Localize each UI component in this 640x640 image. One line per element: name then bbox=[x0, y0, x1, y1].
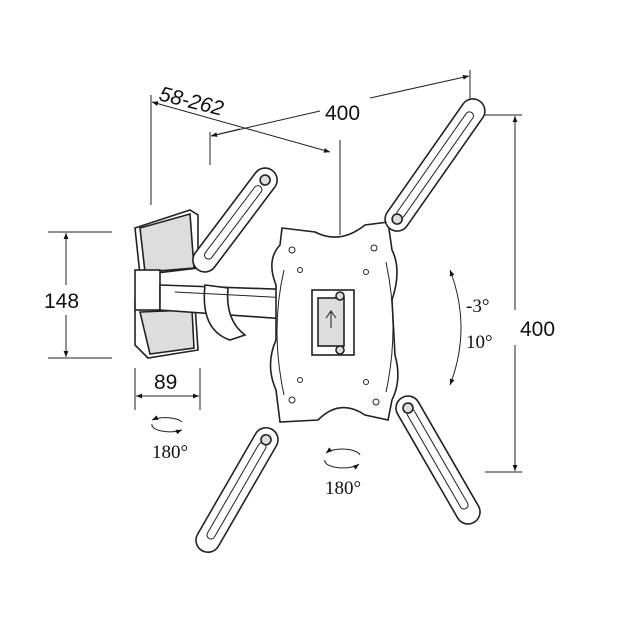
vertical-vesa-label: 400 bbox=[520, 318, 555, 341]
plate-swivel-label: 180° bbox=[325, 478, 361, 499]
horizontal-vesa-dimension: 400 bbox=[209, 70, 471, 235]
vesa-plate bbox=[269, 221, 399, 423]
vesa-arm-top-left bbox=[192, 167, 278, 273]
tilt-down-label: 10° bbox=[466, 332, 493, 353]
wall-plate-height-label: 148 bbox=[44, 290, 79, 313]
plate-swivel-indicator: 180° bbox=[324, 447, 361, 499]
vesa-arm-top-right bbox=[384, 98, 486, 232]
vertical-vesa-dimension: 400 bbox=[485, 114, 555, 473]
wall-bracket bbox=[134, 209, 199, 359]
wall-plate-height-dimension: 148 bbox=[44, 231, 112, 359]
wall-plate-width-label: 89 bbox=[154, 371, 177, 394]
vesa-arm-bottom-right bbox=[395, 395, 481, 525]
tilt-indicator: -3° 10° bbox=[449, 269, 493, 386]
tilt-up-label: -3° bbox=[466, 296, 489, 317]
arm-extension-label: 58-262 bbox=[157, 83, 226, 121]
arm-swivel-label: 180° bbox=[152, 442, 188, 463]
wall-plate-width-dimension: 89 bbox=[134, 368, 201, 410]
vesa-arm-bottom-left bbox=[195, 426, 279, 554]
horizontal-vesa-label: 400 bbox=[325, 102, 360, 125]
arm-extension-dimension: 58-262 bbox=[150, 83, 331, 205]
arm-swivel-indicator: 180° bbox=[151, 415, 188, 463]
